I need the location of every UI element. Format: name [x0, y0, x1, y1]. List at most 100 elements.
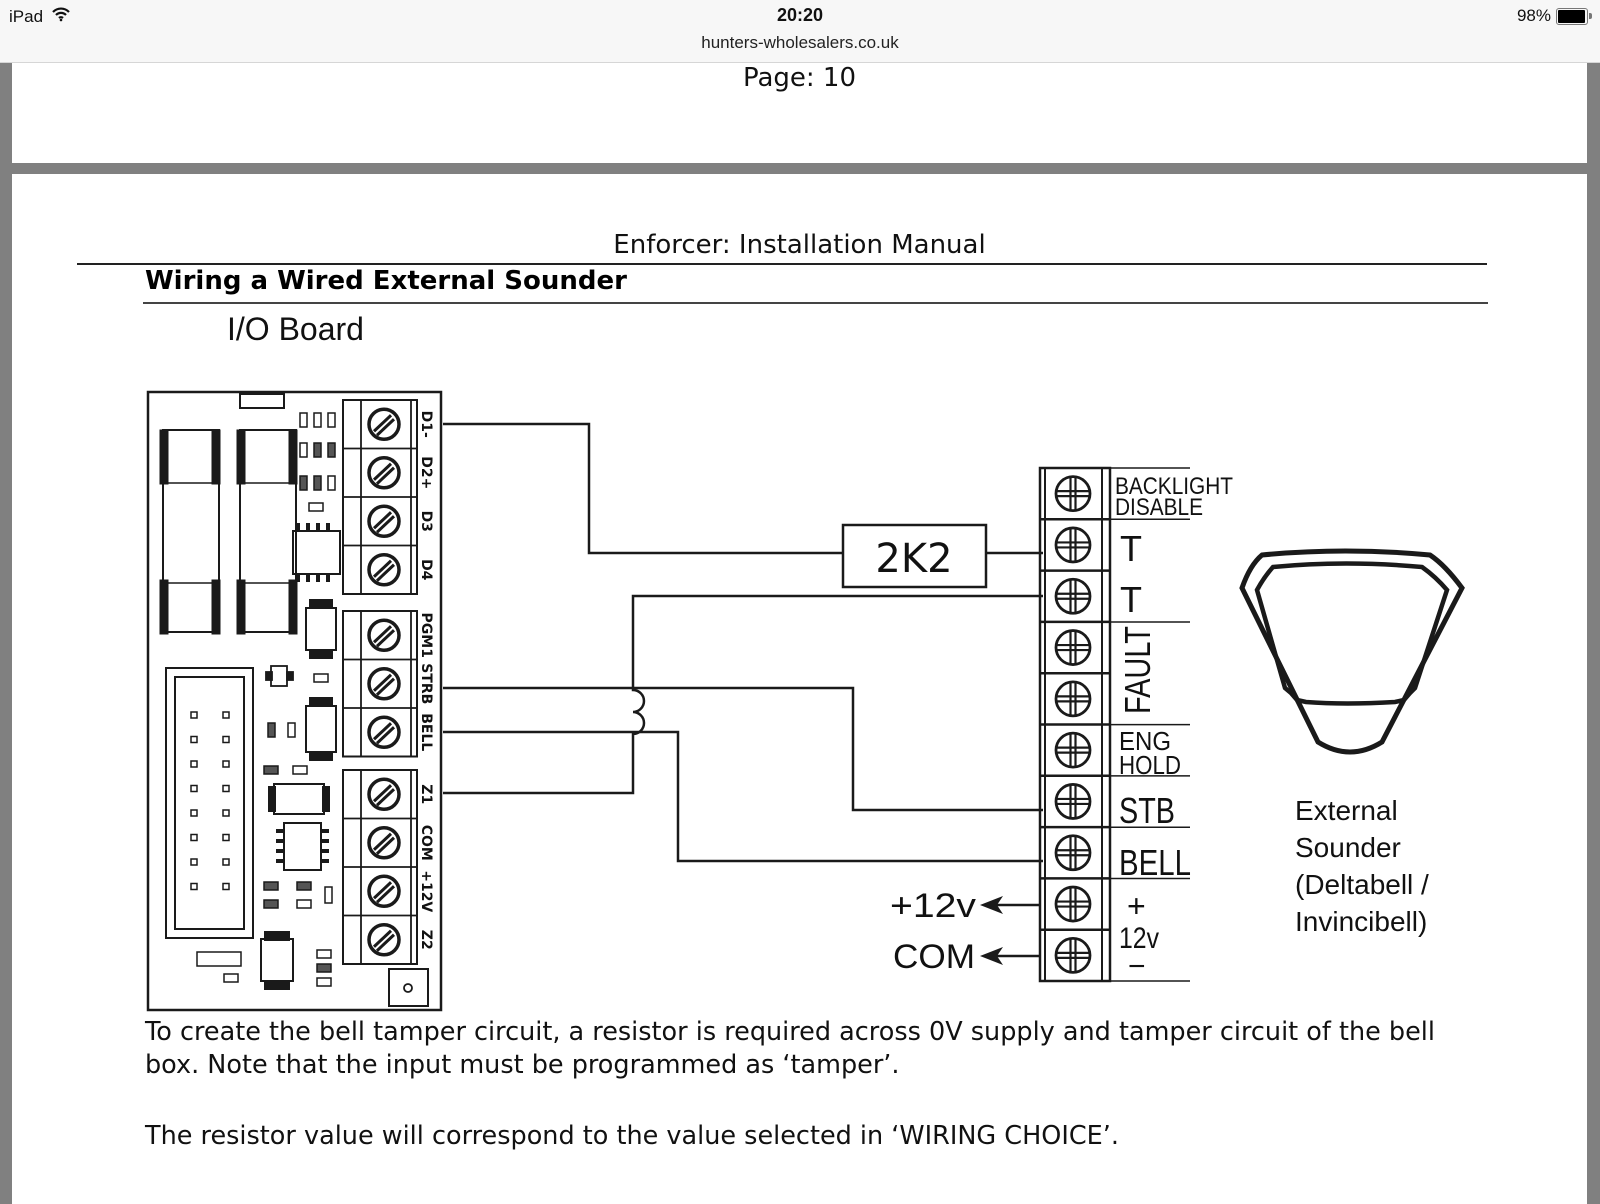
io-terminal-label: Z1 [418, 784, 434, 804]
resistor-2k2 [841, 523, 988, 589]
device-name: iPad [9, 6, 44, 26]
ic-chip-icon [292, 523, 341, 582]
resistor-label: 2K2 [875, 536, 952, 582]
section-rule [143, 302, 1488, 304]
wiring-diagram: 2K2 BACKLIGHT DISABLE T T FAULT ENG HOLD… [146, 390, 1465, 1012]
connector-pin [222, 784, 230, 793]
connector-pin [190, 882, 198, 891]
connector-pin [222, 760, 230, 768]
connector-pin [190, 760, 198, 768]
paragraph-tamper: To create the bell tamper circuit, a res… [145, 1017, 1435, 1080]
ios-status-bar: iPad 20:20 hunters-wholesalers.co.uk 98% [0, 0, 1600, 63]
sounder-caption-line: Sounder [1295, 832, 1401, 863]
cross-screw-icon [1054, 783, 1092, 820]
arrow-left-icon [980, 947, 1003, 965]
arrow-left-icon [980, 896, 1003, 914]
jumper-pad [388, 968, 429, 1007]
screw-terminal-icon [367, 826, 401, 860]
diode-icon [305, 599, 337, 659]
diode-icon [260, 931, 294, 990]
cross-screw-icon [1054, 680, 1092, 718]
sounder-caption-line: External [1295, 795, 1398, 826]
cross-screw-icon [1054, 936, 1092, 974]
connector-pin [222, 735, 230, 744]
screw-terminal-icon [367, 407, 401, 441]
fuse-left-icon [159, 429, 221, 635]
battery-icon [1556, 7, 1592, 25]
cross-screw-icon [1054, 731, 1092, 769]
status-right: 98% [1516, 6, 1592, 26]
pdf-page-current: Enforcer: Installation Manual Wiring a W… [12, 174, 1587, 1204]
screw-terminal-icon [367, 504, 401, 538]
pdf-page-previous: Page: 10 [12, 63, 1587, 163]
cross-screw-icon [1054, 629, 1092, 666]
io-terminal-label: +12V [418, 870, 434, 912]
screw-terminal-icon [367, 618, 401, 652]
sounder-caption-line: Invincibell) [1295, 906, 1427, 937]
diode-icon [268, 783, 330, 815]
screw-terminal-icon [367, 456, 401, 490]
label-minus: − [1128, 950, 1146, 983]
io-terminal-label: D2+ [418, 456, 434, 489]
connector-pin [190, 833, 198, 842]
terminal-block [342, 610, 418, 758]
label-plus: + [1127, 888, 1146, 924]
external-sounder-icon [1239, 548, 1465, 755]
section-title: Wiring a Wired External Sounder [145, 266, 627, 296]
io-board-outline [146, 390, 443, 1012]
connector-pin [190, 809, 198, 817]
screw-terminal-icon [367, 777, 401, 811]
sounder-caption-line: (Deltabell / [1295, 869, 1429, 900]
ic-chip-icon [276, 822, 329, 871]
battery-percent: 98% [1516, 6, 1551, 25]
label-fault: FAULT [1117, 626, 1158, 714]
header-rule [77, 263, 1487, 265]
io-terminal-label: BELL [418, 713, 434, 751]
cross-screw-icon [1054, 577, 1092, 615]
clock: 20:20 [776, 5, 824, 25]
connector-pin [190, 735, 198, 744]
connector-pin [222, 711, 230, 719]
wire-z1 [443, 594, 1043, 795]
label-t2: T [1120, 579, 1142, 620]
screw-terminal-icon [367, 923, 401, 957]
diode-icon [305, 697, 337, 761]
cross-screw-icon [1054, 885, 1092, 923]
connector-pin [222, 833, 230, 842]
page-number: Page: 10 [742, 63, 857, 93]
wire-bell [443, 730, 1043, 863]
smd-component [239, 393, 285, 409]
io-terminal-label: PGM1 [418, 613, 434, 658]
connector-pin [190, 784, 198, 793]
io-board-label: I/O Board [227, 311, 364, 347]
supply-com-label: COM [893, 938, 975, 976]
screw-terminal-icon [367, 667, 401, 701]
url-bar[interactable]: hunters-wholesalers.co.uk [701, 33, 899, 52]
screw-terminal-icon [367, 874, 401, 908]
status-left: iPad [9, 6, 71, 27]
label-disable: DISABLE [1115, 494, 1203, 521]
label-stb: STB [1119, 790, 1175, 831]
label-bell: BELL [1119, 842, 1191, 883]
ribbon-connector-icon [165, 667, 254, 939]
cross-screw-icon [1054, 526, 1092, 564]
io-terminal-label: STRB [418, 663, 434, 704]
io-terminal-label: D1- [418, 411, 434, 438]
smd-resistor-array [299, 412, 336, 512]
screw-terminal-icon [367, 715, 401, 749]
connector-pin [222, 809, 230, 817]
cross-screw-icon [1054, 475, 1092, 513]
supply-plus12-label: +12v [890, 887, 976, 925]
screw-terminal-icon [367, 553, 401, 587]
connector-pin [222, 882, 230, 891]
connector-pin [222, 858, 230, 866]
label-t1: T [1120, 528, 1142, 569]
document-header: Enforcer: Installation Manual [613, 230, 986, 260]
wire-strb [443, 686, 1043, 812]
connector-pin [190, 858, 198, 866]
io-terminal-label: D3 [418, 511, 434, 532]
label-hold: HOLD [1119, 750, 1181, 780]
label-eng: ENG [1119, 726, 1171, 756]
wires [443, 422, 1043, 958]
label-backlight: BACKLIGHT [1115, 473, 1233, 500]
